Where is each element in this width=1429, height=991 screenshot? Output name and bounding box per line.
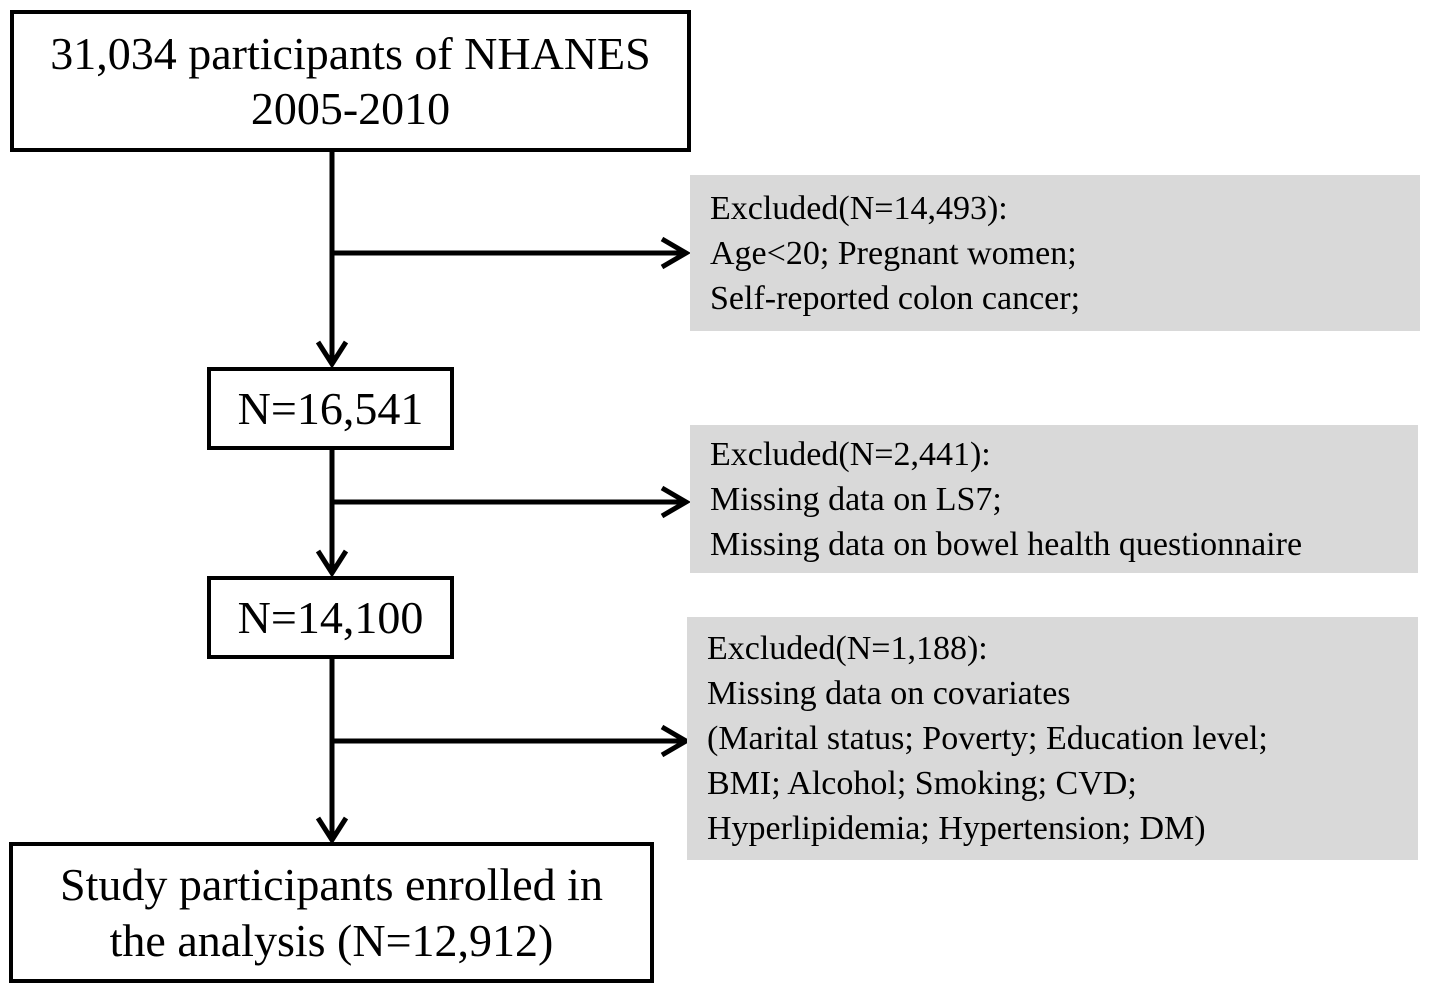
exclusion-3-line: BMI; Alcohol; Smoking; CVD; (707, 765, 1137, 802)
exclusion-3-line: Missing data on covariates (707, 675, 1071, 712)
start-box: 31,034 participants of NHANES 2005-2010 (10, 10, 691, 152)
step2-count: N=14,100 (237, 591, 424, 643)
arrow-head-to-step2 (315, 549, 349, 578)
arrow-head-to-final (315, 816, 349, 845)
final-box-line-2: the analysis (N=12,912) (109, 914, 554, 966)
exclusion-1-line: Age<20; Pregnant women; (710, 234, 1077, 272)
exclusion-box-1: Excluded(N=14,493): Age<20; Pregnant wom… (690, 175, 1420, 331)
exclusion-box-2: Excluded(N=2,441): Missing data on LS7; … (690, 425, 1418, 573)
final-box: Study participants enrolled in the analy… (9, 842, 654, 983)
step2-box: N=14,100 (207, 576, 454, 659)
arrow-head-to-exclusion-3 (660, 724, 691, 758)
exclusion-2-line: Missing data on bowel health questionnai… (710, 525, 1303, 563)
arrow-head-to-exclusion-2 (660, 485, 691, 519)
arrow-head-to-exclusion-1 (660, 236, 691, 270)
exclusion-2-header: Excluded(N=2,441): (710, 435, 991, 473)
arrow-head-to-step1 (315, 340, 349, 369)
exclusion-2-line: Missing data on LS7; (710, 480, 1002, 518)
exclusion-3-header: Excluded(N=1,188): (707, 630, 988, 667)
exclusion-1-header: Excluded(N=14,493): (710, 189, 1008, 227)
exclusion-1-line: Self-reported colon cancer; (710, 279, 1081, 317)
exclusion-3-line: Hyperlipidemia; Hypertension; DM) (707, 810, 1206, 847)
exclusion-3-line: (Marital status; Poverty; Education leve… (707, 720, 1268, 757)
exclusion-box-3: Excluded(N=1,188): Missing data on covar… (687, 617, 1418, 860)
step1-box: N=16,541 (207, 367, 454, 450)
step1-count: N=16,541 (237, 382, 424, 434)
start-box-line-2: 2005-2010 (250, 83, 451, 134)
final-box-line-1: Study participants enrolled in (60, 859, 603, 911)
start-box-line-1: 31,034 participants of NHANES (50, 27, 651, 79)
